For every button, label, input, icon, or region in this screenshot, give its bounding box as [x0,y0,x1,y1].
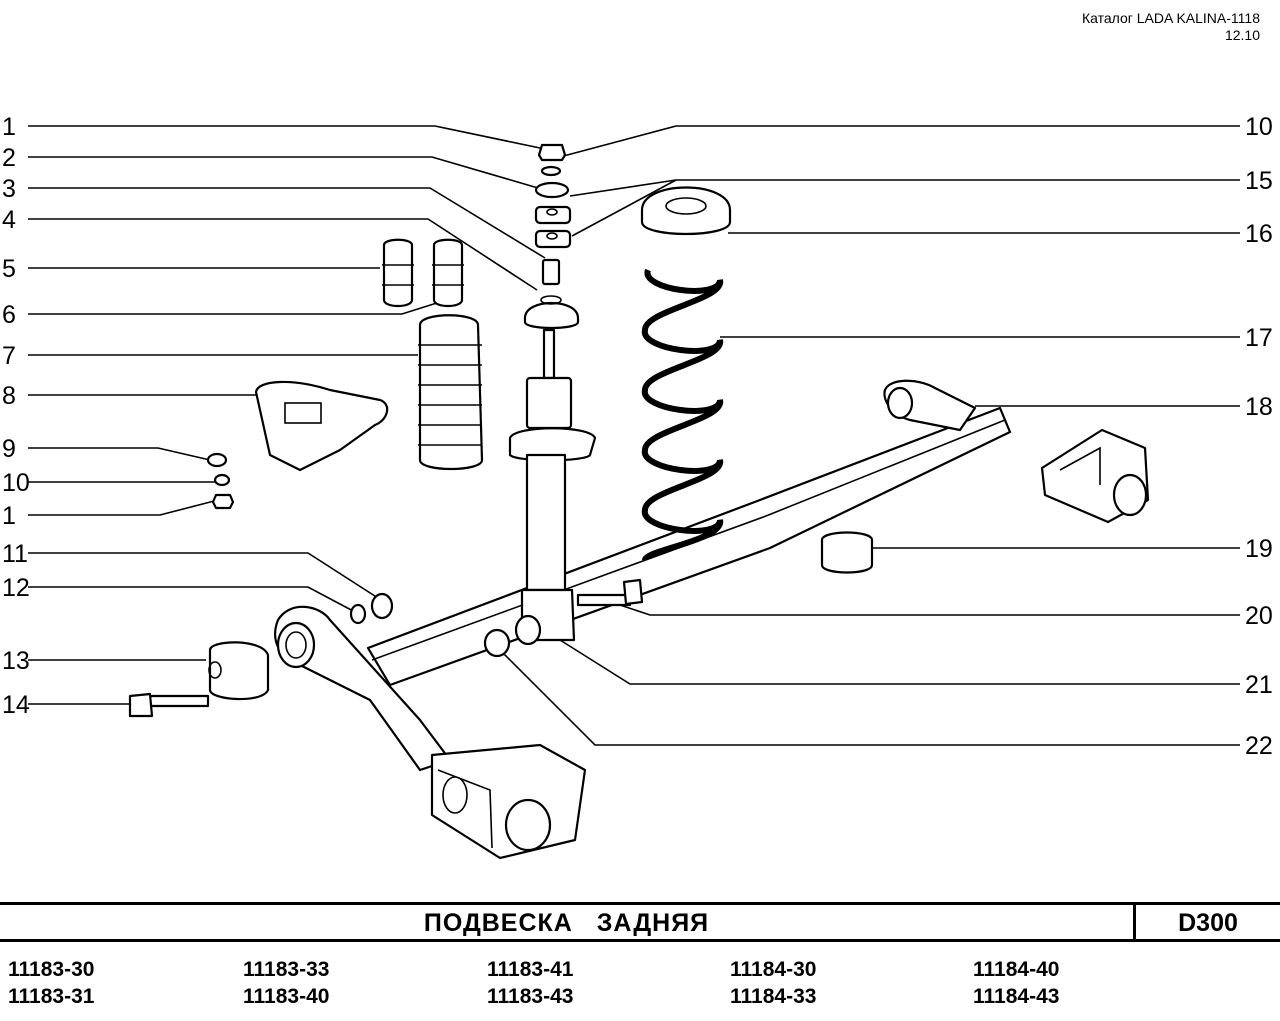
model-code: 11183-41 [487,958,574,981]
callout-10: 10 [2,469,30,497]
bump-stops [382,238,464,308]
callouts-left: 1 2 3 4 5 6 7 8 9 10 1 11 12 13 14 [2,113,30,719]
callout-21: 21 [1245,671,1273,699]
leader-lines [28,125,1240,746]
callout-7: 7 [2,342,16,370]
section-code: D300 [1178,909,1238,937]
callout-22: 22 [1245,732,1273,760]
bracket-fasteners [206,452,235,510]
callout-1b: 1 [2,502,16,530]
catalog-title: Каталог LADA KALINA-1118 [1081,10,1260,26]
callouts-right: 10 15 16 17 18 19 20 21 22 [1245,113,1273,760]
section-title: ПОДВЕСКА ЗАДНЯЯ [423,909,710,937]
callout-12: 12 [2,574,30,602]
model-code: 11184-33 [730,985,817,1008]
model-code: 11184-30 [730,958,817,981]
model-code: 11184-40 [973,958,1060,981]
model-code: 11183-30 [8,958,95,981]
model-code: 11183-33 [243,958,330,981]
callout-3: 3 [2,175,16,203]
callout-11: 11 [2,540,28,568]
top-fasteners [523,143,580,330]
callout-19: 19 [1245,535,1273,563]
callout-15: 15 [1245,167,1273,195]
model-code: 11184-43 [973,985,1060,1008]
callout-8: 8 [2,382,16,410]
title-divider [1133,905,1136,939]
callout-17: 17 [1245,324,1273,352]
rear-axle-beam [274,379,1150,860]
dust-boot [418,314,484,471]
model-code: 11183-43 [487,985,574,1008]
mounting-bracket [254,380,389,472]
callout-13: 13 [2,647,30,675]
callout-18: 18 [1245,393,1273,421]
title-bar: ПОДВЕСКА ЗАДНЯЯ D300 [0,902,1280,942]
suspension-exploded-diagram: 1 2 3 4 5 6 7 8 9 10 1 11 12 13 14 10 15… [2,113,1273,860]
callout-14: 14 [2,691,30,719]
callout-1: 1 [2,113,16,141]
callout-6: 6 [2,301,16,329]
callout-9: 9 [2,435,16,463]
small-parts [128,531,874,718]
callout-5: 5 [2,255,16,283]
callout-4: 4 [2,206,16,234]
shock-absorber [508,328,597,646]
callout-10r: 10 [1245,113,1273,141]
model-code: 11183-40 [243,985,330,1008]
model-code: 11183-31 [8,985,95,1008]
catalog-date: 12.10 [1224,27,1260,43]
coil-spring [640,186,732,562]
callout-16: 16 [1245,220,1273,248]
callout-2: 2 [2,144,16,172]
callout-20: 20 [1245,602,1273,630]
